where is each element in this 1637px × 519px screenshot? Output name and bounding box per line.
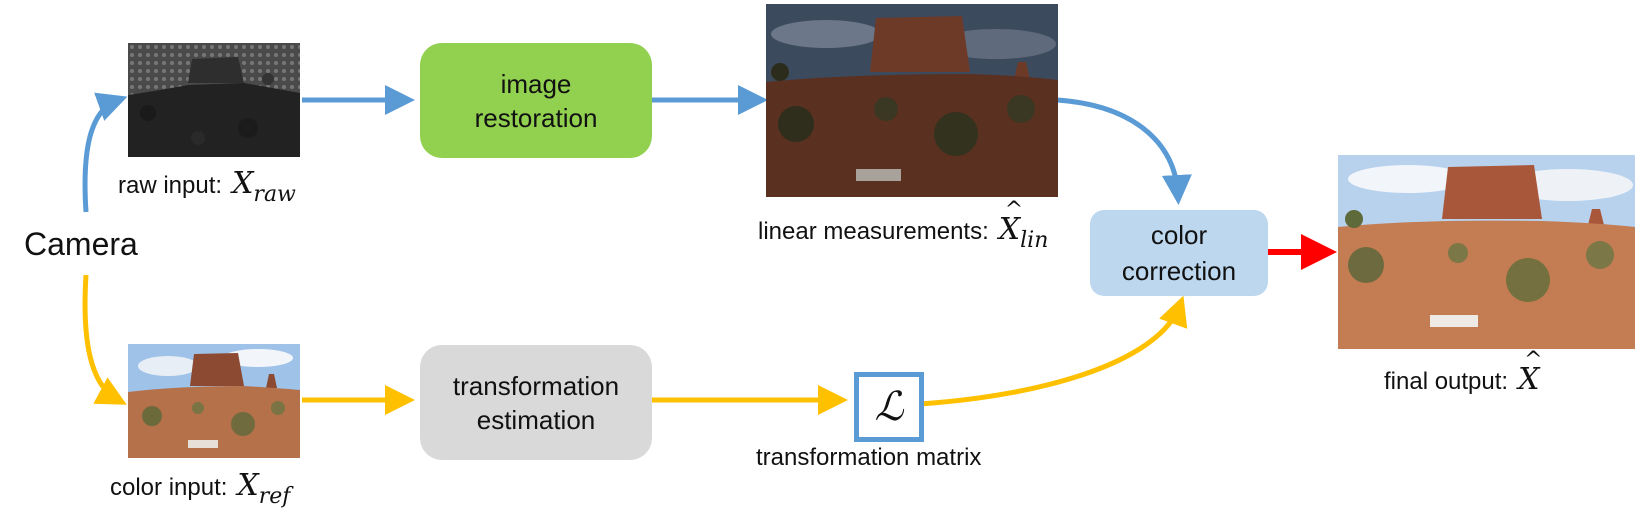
arrow-matrix-to-correction	[919, 295, 1188, 407]
transformation-estimation-box: transformation estimation	[420, 345, 652, 460]
raw-input-label: raw input: Xraw	[118, 166, 296, 207]
raw-input-text: raw input:	[118, 172, 223, 199]
arrow-camera-to-color	[82, 274, 127, 405]
arrow-camera-to-raw	[82, 92, 128, 213]
linear-measurements-text: linear measurements:	[758, 218, 989, 245]
raw-input-image	[128, 43, 300, 157]
final-output-text: final output:	[1384, 368, 1509, 395]
linear-measurements-image	[766, 4, 1058, 197]
final-output-symbol: X	[1518, 348, 1543, 397]
raw-input-symbol: Xraw	[232, 166, 296, 207]
color-correction-line2: correction	[1121, 256, 1237, 286]
transformation-matrix-icon: ℒ	[854, 372, 924, 442]
color-correction-line1: color	[1150, 220, 1208, 250]
transformation-matrix-label: transformation matrix	[756, 444, 982, 471]
image-restoration-line2: restoration	[474, 102, 598, 133]
color-input-label: color input: Xref	[110, 468, 290, 509]
color-input-text: color input:	[110, 474, 228, 501]
linear-measurements-label: linear measurements: Xlin	[758, 198, 1049, 253]
camera-label: Camera	[24, 226, 138, 262]
transformation-estimation-line1: transformation	[452, 370, 620, 401]
final-output-label: final output: X	[1384, 348, 1543, 397]
image-restoration-line1: image	[500, 68, 572, 99]
color-input-image	[128, 344, 300, 458]
color-input-symbol: Xref	[237, 468, 291, 509]
color-correction-box: color correction	[1090, 210, 1268, 296]
final-output-image	[1338, 155, 1635, 349]
transformation-estimation-line2: estimation	[476, 404, 596, 435]
image-restoration-box: image restoration	[420, 43, 652, 158]
arrow-linear-to-correction	[1056, 97, 1192, 205]
linear-measurements-symbol: Xlin	[999, 198, 1049, 253]
